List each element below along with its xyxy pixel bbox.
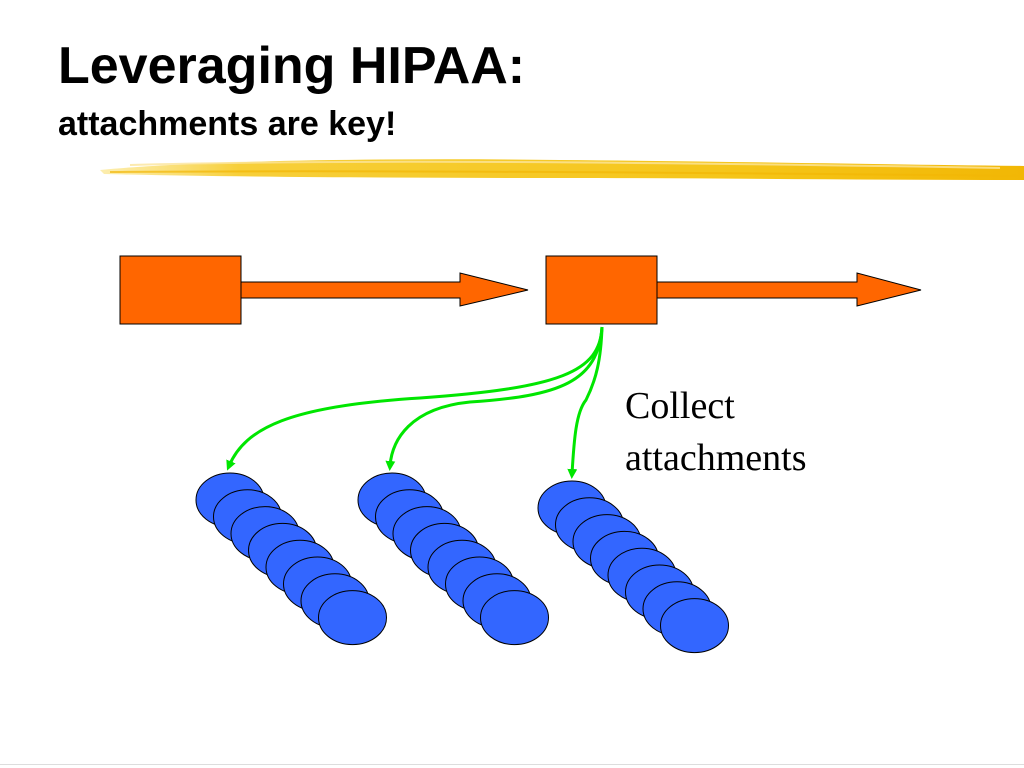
- label-line-1: Collect: [625, 385, 735, 427]
- connector-to-stack-3: [567, 326, 604, 479]
- attachment-stack-3: [537, 480, 729, 654]
- label-line-2: attachments: [625, 437, 807, 479]
- attachment-2-8: [480, 590, 549, 646]
- footer-divider: [0, 764, 1024, 765]
- attachment-stack-1: [195, 472, 387, 646]
- highlighter-stroke: [100, 159, 1024, 180]
- slide-title: Leveraging HIPAA:: [58, 37, 526, 95]
- attachment-1-8: [318, 590, 387, 646]
- attachment-3-8: [660, 598, 729, 654]
- collect-attachments-label: Collect attachments: [625, 380, 806, 484]
- connector-to-stack-2: [385, 326, 604, 471]
- process-box-2: [545, 255, 658, 325]
- process-box-1: [119, 255, 242, 325]
- process-arrow-2: [656, 272, 922, 307]
- process-arrow-1: [240, 272, 529, 307]
- slide-subtitle: attachments are key!: [58, 105, 397, 143]
- connector-to-stack-1: [226, 326, 604, 471]
- attachment-stack-2: [357, 472, 549, 646]
